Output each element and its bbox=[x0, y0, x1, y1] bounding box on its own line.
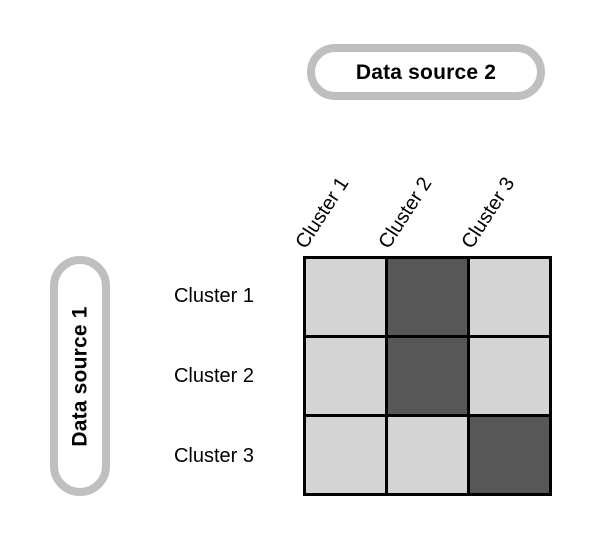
data-source-1-pill: Data source 1 bbox=[50, 256, 110, 496]
column-header-cluster-1: Cluster 1 bbox=[291, 120, 386, 256]
matrix-cell-r2-c1 bbox=[306, 338, 385, 414]
matrix-cell-r2-c3 bbox=[470, 338, 549, 414]
row-label-text: Cluster 2 bbox=[173, 365, 255, 387]
column-headers: Cluster 1 Cluster 2 Cluster 3 bbox=[291, 120, 552, 256]
column-header-cluster-2: Cluster 2 bbox=[374, 120, 469, 256]
matrix-cell-r1-c1 bbox=[306, 259, 385, 335]
data-source-1-pill-label: Data source 1 bbox=[68, 305, 92, 447]
matrix-cell-r2-c2 bbox=[388, 338, 467, 414]
matrix-cell-r3-c3 bbox=[470, 417, 549, 493]
row-label-cluster-3: Cluster 3 bbox=[130, 416, 298, 496]
row-label-cluster-1: Cluster 1 bbox=[130, 256, 298, 336]
matrix-cell-r1-c3 bbox=[470, 259, 549, 335]
column-header-cluster-3: Cluster 3 bbox=[457, 120, 552, 256]
row-label-text: Cluster 3 bbox=[173, 445, 255, 467]
row-label-text: Cluster 1 bbox=[173, 285, 255, 307]
matrix-cell-r3-c1 bbox=[306, 417, 385, 493]
row-label-cluster-2: Cluster 2 bbox=[130, 336, 298, 416]
data-source-2-pill-label: Data source 2 bbox=[355, 60, 497, 84]
correspondence-matrix bbox=[303, 256, 552, 496]
matrix-cell-r1-c2 bbox=[388, 259, 467, 335]
row-labels: Cluster 1 Cluster 2 Cluster 3 bbox=[130, 256, 298, 496]
matrix-cell-r3-c2 bbox=[388, 417, 467, 493]
data-source-2-pill: Data source 2 bbox=[307, 44, 545, 100]
column-header-label: Cluster 1 bbox=[291, 173, 354, 253]
